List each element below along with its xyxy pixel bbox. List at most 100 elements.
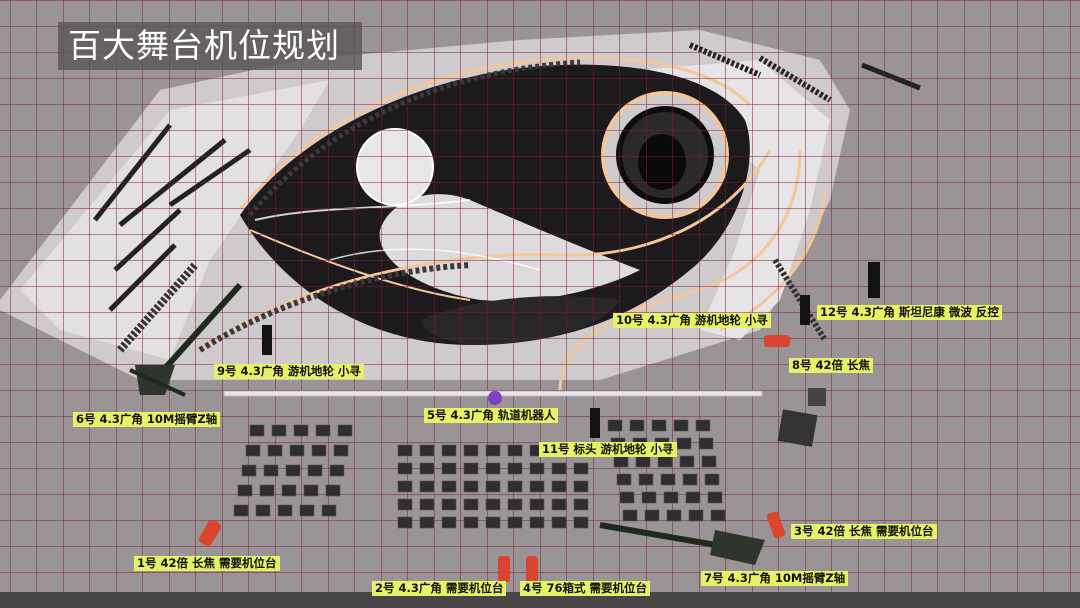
audience-seats <box>233 419 726 529</box>
seat <box>233 504 249 517</box>
seat <box>281 484 297 497</box>
label-cam-6: 6号 4.3广角 10M摇臂Z轴 <box>73 412 221 427</box>
seat <box>507 462 523 475</box>
seat <box>695 419 711 432</box>
label-cam-2: 2号 4.3广角 需要机位台 <box>372 581 507 596</box>
seat <box>529 480 545 493</box>
seat <box>673 419 689 432</box>
seat <box>485 498 501 511</box>
seat <box>441 462 457 475</box>
seat <box>485 480 501 493</box>
seat <box>277 504 293 517</box>
seat <box>397 444 413 457</box>
seat <box>397 516 413 529</box>
seat <box>551 480 567 493</box>
seat <box>635 455 651 468</box>
crane-6 <box>129 282 243 397</box>
seat <box>679 455 695 468</box>
seat <box>397 480 413 493</box>
red-cameras <box>198 335 790 582</box>
seat <box>419 498 435 511</box>
seat <box>463 444 479 457</box>
seat <box>638 473 654 486</box>
seat <box>311 444 327 457</box>
seat <box>573 462 589 475</box>
seat <box>676 437 692 450</box>
seat <box>616 473 632 486</box>
seat <box>710 509 726 522</box>
seat <box>682 473 698 486</box>
seat <box>419 480 435 493</box>
seat <box>485 444 501 457</box>
seat <box>613 455 629 468</box>
label-cam-5: 5号 4.3广角 轨道机器人 <box>424 408 559 423</box>
label-cam-4: 4号 76箱式 需要机位台 <box>520 581 651 596</box>
seat <box>463 480 479 493</box>
seat <box>657 455 673 468</box>
seat <box>507 480 523 493</box>
seat <box>241 464 257 477</box>
seat <box>337 424 353 437</box>
seat <box>299 504 315 517</box>
seat <box>507 444 523 457</box>
seat <box>245 444 261 457</box>
seat <box>321 504 337 517</box>
seat <box>485 516 501 529</box>
seat <box>551 498 567 511</box>
seat <box>507 516 523 529</box>
seat <box>325 484 341 497</box>
seat <box>685 491 701 504</box>
seat <box>259 484 275 497</box>
seat <box>333 444 349 457</box>
label-cam-7: 7号 4.3广角 10M摇臂Z轴 <box>701 571 849 586</box>
seat <box>463 498 479 511</box>
seat <box>441 480 457 493</box>
seat <box>629 419 645 432</box>
seat <box>607 419 623 432</box>
seat <box>293 424 309 437</box>
seat <box>704 473 720 486</box>
seat <box>660 473 676 486</box>
seat <box>397 462 413 475</box>
seat <box>485 462 501 475</box>
seat <box>397 498 413 511</box>
seat <box>573 516 589 529</box>
seat <box>622 509 638 522</box>
seat <box>329 464 345 477</box>
seat <box>551 516 567 529</box>
seat <box>441 444 457 457</box>
seat <box>666 509 682 522</box>
floor-camera-operators <box>262 262 880 447</box>
seat <box>688 509 704 522</box>
seat <box>701 455 717 468</box>
seat <box>419 516 435 529</box>
seat <box>263 464 279 477</box>
title-backdrop <box>58 22 362 70</box>
seat <box>307 464 323 477</box>
seat <box>267 444 283 457</box>
seat <box>249 424 265 437</box>
seat <box>441 516 457 529</box>
seat <box>551 462 567 475</box>
seat <box>303 484 319 497</box>
label-cam-3: 3号 42倍 长焦 需要机位台 <box>791 524 937 539</box>
label-cam-8: 8号 42倍 长焦 <box>789 358 874 373</box>
seat <box>663 491 679 504</box>
label-cam-1: 1号 42倍 长焦 需要机位台 <box>134 556 280 571</box>
label-cam-12: 12号 4.3广角 斯坦尼康 微波 反控 <box>817 305 1002 320</box>
seat <box>573 480 589 493</box>
seat <box>619 491 635 504</box>
label-cam-9: 9号 4.3广角 游机地轮 小寻 <box>214 364 364 379</box>
robot-camera-dot <box>488 391 502 405</box>
seat <box>419 444 435 457</box>
seat <box>441 498 457 511</box>
seat <box>255 504 271 517</box>
seat <box>707 491 723 504</box>
seat <box>644 509 660 522</box>
crane-7 <box>599 522 765 565</box>
page-title: 百大舞台机位规划 <box>68 26 340 65</box>
bottom-edge <box>0 592 1080 608</box>
seat <box>463 516 479 529</box>
